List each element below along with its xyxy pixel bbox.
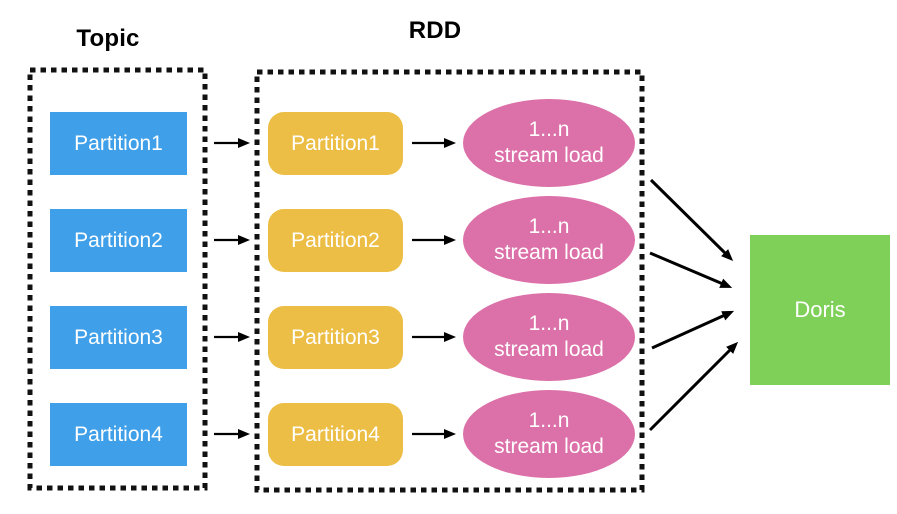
stream-load-count: 1...n xyxy=(528,312,570,336)
topic-group-border xyxy=(27,67,208,491)
arrow-streamload2-to-doris xyxy=(649,251,733,288)
arrow-streamload4-to-doris xyxy=(648,341,739,432)
rdd-partition-1: Partition1 xyxy=(268,112,403,175)
stream-load-count: 1...n xyxy=(528,409,570,433)
stream-load-label: 1...n stream load xyxy=(494,408,604,459)
stream-load-ellipse-2: 1...n stream load xyxy=(463,196,635,284)
arrow-streamload1-to-doris xyxy=(649,178,734,262)
rdd-partition-3: Partition3 xyxy=(268,306,403,369)
rdd-partition-2: Partition2 xyxy=(268,209,403,272)
stream-load-text: stream load xyxy=(494,338,604,361)
stream-load-label: 1...n stream load xyxy=(494,214,604,265)
topic-partition-2: Partition2 xyxy=(50,209,187,272)
topic-partition-1: Partition1 xyxy=(50,112,187,175)
doris-box: Doris xyxy=(750,235,890,385)
stream-load-ellipse-1: 1...n stream load xyxy=(463,99,635,187)
stream-load-count: 1...n xyxy=(528,118,570,142)
arrow-streamload3-to-doris xyxy=(651,310,735,350)
stream-load-count: 1...n xyxy=(528,215,570,239)
stream-load-label: 1...n stream load xyxy=(494,117,604,168)
stream-load-text: stream load xyxy=(494,144,604,167)
stream-load-ellipse-4: 1...n stream load xyxy=(463,390,635,478)
stream-load-text: stream load xyxy=(494,241,604,264)
stream-load-text: stream load xyxy=(494,435,604,458)
topic-group-title: Topic xyxy=(76,25,140,52)
stream-load-label: 1...n stream load xyxy=(494,311,604,362)
stream-load-ellipse-3: 1...n stream load xyxy=(463,293,635,381)
rdd-group-title: RDD xyxy=(408,17,462,44)
topic-partition-4: Partition4 xyxy=(50,403,187,466)
rdd-partition-4: Partition4 xyxy=(268,403,403,466)
rdd-group-border xyxy=(254,69,645,493)
topic-partition-3: Partition3 xyxy=(50,306,187,369)
